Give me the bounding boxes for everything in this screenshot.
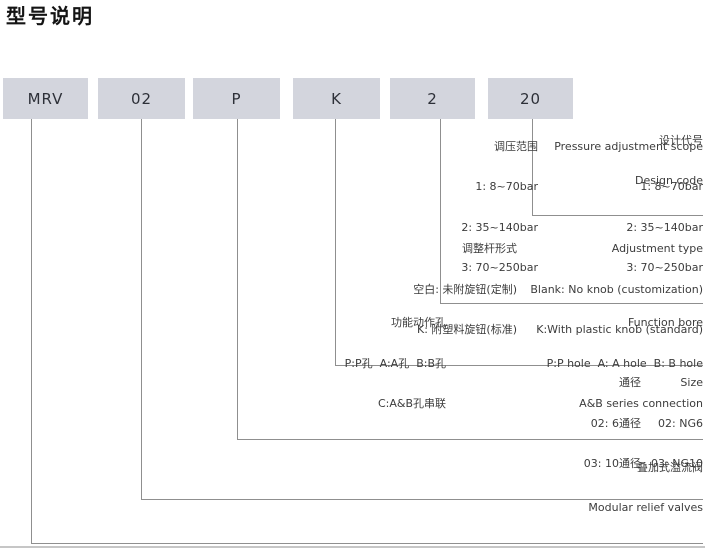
product-name-block: 叠加式溢流阀 Modular relief valves: [588, 434, 703, 541]
pressure-option-1-cn: 1: 8~70bar: [475, 180, 538, 194]
code-box-design-code: 20: [488, 78, 573, 119]
code-box-label: 20: [519, 89, 542, 108]
adjustment-option-k-cn: K: 附塑料旋钮(标准): [417, 322, 517, 336]
pressure-option-3-en: 3: 70~250bar: [626, 260, 703, 274]
product-name-en: Modular relief valves: [588, 500, 703, 514]
size-option-02-en: 02: NG6: [658, 416, 703, 430]
adjustment-type-block: 调整杆形式 Adjustment type 空白: 未附旋钮(定制) Blank…: [413, 216, 703, 363]
function-bore-pab-cn: P:P孔 A:A孔 B:B孔: [344, 356, 446, 370]
adjustment-type-title-row: 调整杆形式 Adjustment type: [413, 242, 703, 255]
size-option-03-en: 03: NG10: [651, 456, 703, 470]
pressure-option-2-en: 2: 35~140bar: [626, 220, 703, 234]
adjustment-option-blank-cn: 空白: 未附旋钮(定制): [413, 282, 517, 296]
adjustment-option-blank-en: Blank: No knob (customization): [530, 282, 703, 296]
adjustment-type-option-row: 空白: 未附旋钮(定制) Blank: No knob (customizati…: [413, 283, 703, 296]
code-box-label: K: [331, 89, 342, 108]
connector-line-adjustment-type: [335, 119, 336, 366]
size-option-row: 03: 10通径 03: NG10: [584, 457, 703, 470]
adjustment-option-k-en: K:With plastic knob (standard): [536, 322, 703, 336]
connector-line-design-code: [532, 119, 533, 216]
page-bottom-edge: [0, 546, 705, 548]
size-title-row: 通径 Size: [584, 376, 703, 389]
connector-line-series: [31, 119, 32, 544]
code-box-pressure-range: 2: [390, 78, 475, 119]
function-bore-option-row: C:A&B孔串联 A&B series connection: [345, 397, 703, 410]
pressure-range-option-row: 2: 35~140bar 2: 35~140bar: [461, 221, 703, 234]
code-box-series: MRV: [3, 78, 88, 119]
pressure-range-option-row: 1: 8~70bar 1: 8~70bar: [461, 180, 703, 193]
code-box-label: P: [231, 89, 242, 108]
function-bore-block: 功能动作孔 Function bore P:P孔 A:A孔 B:B孔 P:P h…: [345, 290, 703, 437]
page-title: 型号说明: [6, 4, 94, 28]
underline-function-bore: [237, 439, 703, 440]
function-bore-title-row: 功能动作孔 Function bore: [345, 316, 703, 329]
adjustment-type-title-en: Adjustment type: [611, 242, 703, 256]
size-title-cn: 通径: [619, 376, 641, 390]
code-box-label: 02: [130, 89, 153, 108]
function-bore-c-en: A&B series connection: [579, 396, 703, 410]
underline-design-code: [532, 215, 703, 216]
size-option-row: 02: 6通径 02: NG6: [584, 417, 703, 430]
pressure-option-2-cn: 2: 35~140bar: [461, 220, 538, 234]
function-bore-c-cn: C:A&B孔串联: [377, 396, 446, 410]
design-code-block: 设计代号 Design code: [635, 107, 703, 214]
underline-product-name: [31, 543, 703, 544]
design-code-cn: 设计代号: [659, 133, 703, 147]
size-option-03-cn: 03: 10通径: [583, 456, 641, 470]
design-code-en: Design code: [634, 173, 703, 187]
adjustment-type-option-row: K: 附塑料旋钮(标准) K:With plastic knob (standa…: [413, 323, 703, 336]
size-block: 通径 Size 02: 6通径 02: NG6 03: 10通径 03: NG1…: [584, 350, 703, 497]
function-bore-pab-en: P:P hole A: A hole B: B hole: [546, 356, 703, 370]
function-bore-title-en: Function bore: [627, 316, 703, 330]
function-bore-option-row: P:P孔 A:A孔 B:B孔 P:P hole A: A hole B: B h…: [345, 357, 703, 370]
pressure-option-1-en: 1: 8~70bar: [640, 180, 703, 194]
size-title-en: Size: [680, 376, 703, 390]
code-box-label: MRV: [27, 89, 64, 108]
connector-line-pressure-range: [440, 119, 441, 304]
size-option-02-cn: 02: 6通径: [590, 416, 641, 430]
code-box-label: 2: [427, 89, 438, 108]
underline-size: [141, 499, 703, 500]
pressure-range-title-cn: 调压范围: [494, 140, 538, 154]
connector-line-function-bore: [237, 119, 238, 440]
code-box-function-bore: P: [193, 78, 280, 119]
underline-pressure-range: [440, 303, 703, 304]
underline-adjustment-type: [335, 365, 703, 366]
adjustment-type-title-cn: 调整杆形式: [462, 242, 517, 256]
pressure-range-title-en: Pressure adjustment scope: [554, 140, 703, 154]
code-box-adjustment-type: K: [293, 78, 380, 119]
pressure-range-block: 调压范围 Pressure adjustment scope 1: 8~70ba…: [461, 113, 703, 301]
pressure-option-3-cn: 3: 70~250bar: [461, 260, 538, 274]
pressure-range-option-row: 3: 70~250bar 3: 70~250bar: [461, 261, 703, 274]
pressure-range-title-row: 调压范围 Pressure adjustment scope: [461, 140, 703, 153]
code-box-size: 02: [98, 78, 185, 119]
function-bore-title-cn: 功能动作孔: [391, 316, 446, 330]
connector-line-size: [141, 119, 142, 500]
product-name-cn: 叠加式溢流阀: [637, 460, 703, 474]
